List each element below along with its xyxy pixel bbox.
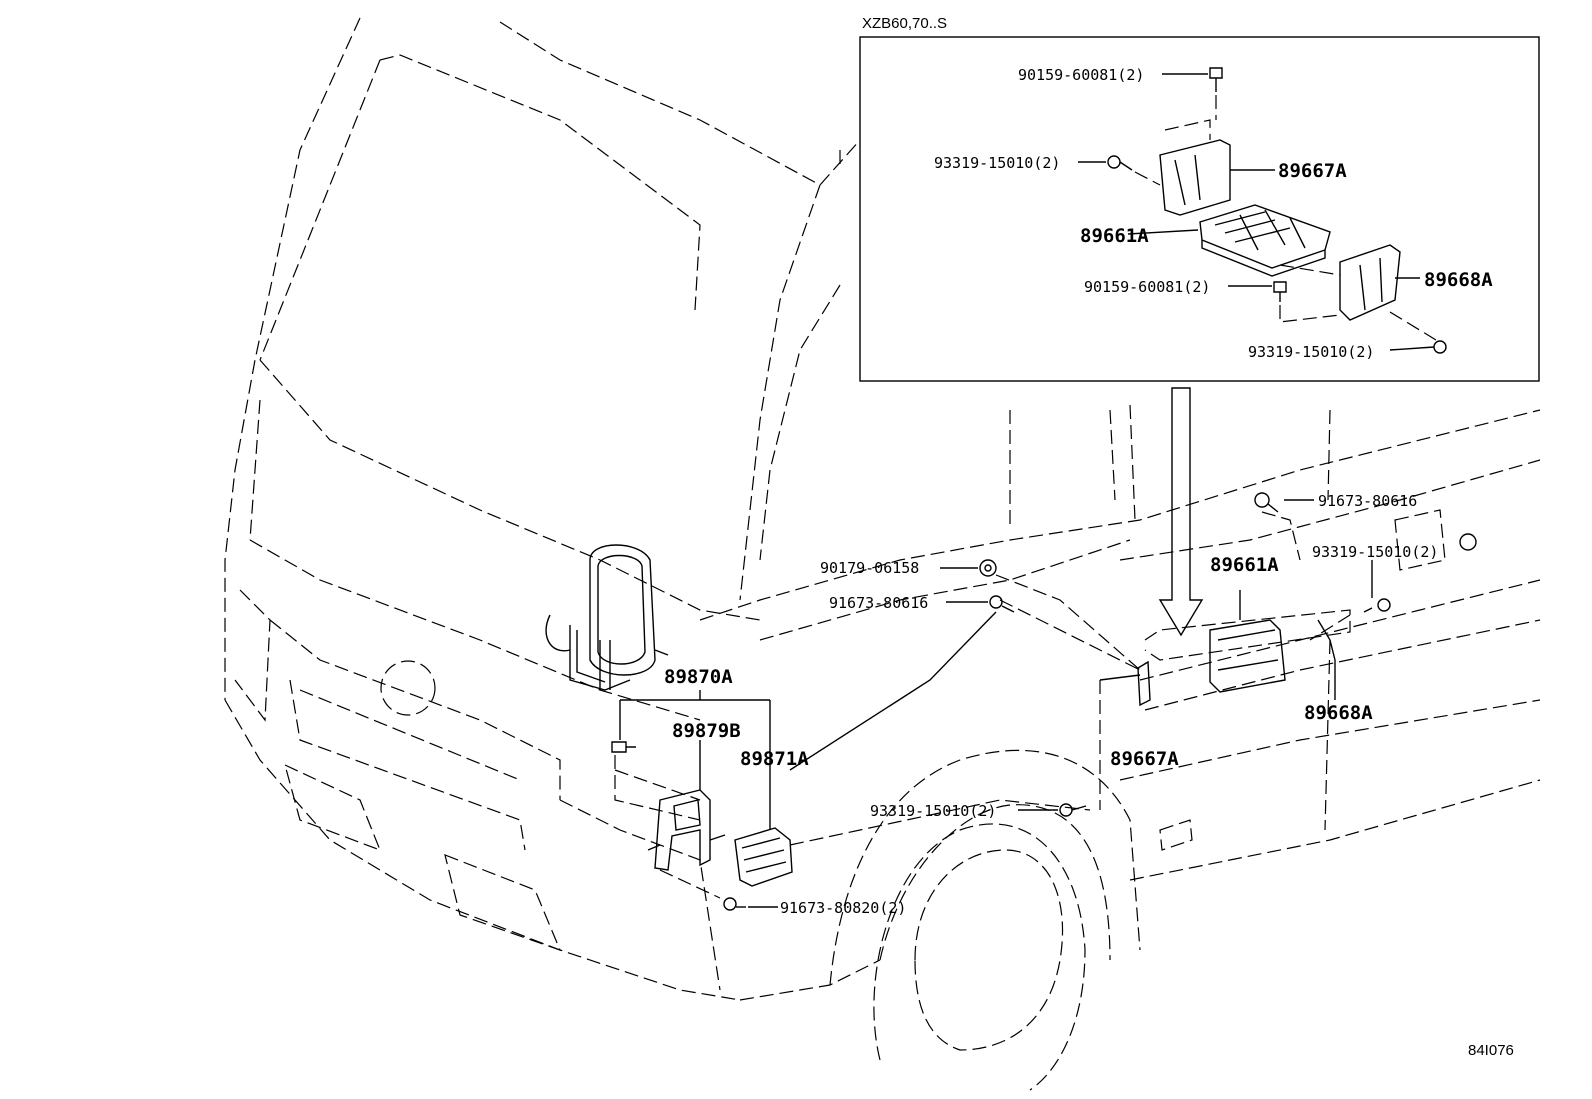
label-unit-89871a: 89871A xyxy=(740,748,809,770)
figure-id: 84I076 xyxy=(1468,1042,1514,1059)
inset-variant-label: XZB60,70..S xyxy=(862,15,948,32)
label-bolt-91673: 91673-80616 xyxy=(829,594,929,612)
detail-arrow xyxy=(1158,387,1204,637)
inset-label-bolt-mid: 90159-60081(2) xyxy=(1084,278,1211,296)
inset-label-bolt-top: 90159-60081(2) xyxy=(1018,66,1145,84)
main-parts xyxy=(611,492,1391,911)
vehicle-body xyxy=(224,17,1541,1091)
label-bracket-89667a: 89667A xyxy=(1110,748,1179,770)
label-screw-93319-right: 93319-15010(2) xyxy=(1312,543,1439,561)
label-ecu-89661a: 89661A xyxy=(1210,554,1279,576)
inset-label-screw-left: 93319-15010(2) xyxy=(934,154,1061,172)
label-bracket-89668a: 89668A xyxy=(1304,702,1373,724)
inset-label-ecu-89661a: 89661A xyxy=(1080,225,1149,247)
label-nut-90179: 90179-06158 xyxy=(820,559,920,577)
inset-label-bracket-89668a: 89668A xyxy=(1424,269,1493,291)
inset-label-screw-bottom: 93319-15010(2) xyxy=(1248,343,1375,361)
label-assembly-89870a: 89870A xyxy=(664,666,733,688)
inset-box xyxy=(859,36,1540,382)
label-bracket-89879b: 89879B xyxy=(672,720,741,742)
label-bolt-91673-lower: 91673-80820(2) xyxy=(780,899,907,917)
inset-label-bracket-89667a: 89667A xyxy=(1278,160,1347,182)
label-screw-93319-lower: 93319-15010(2) xyxy=(870,802,997,820)
label-nut-91673-top: 91673-80616 xyxy=(1318,492,1418,510)
